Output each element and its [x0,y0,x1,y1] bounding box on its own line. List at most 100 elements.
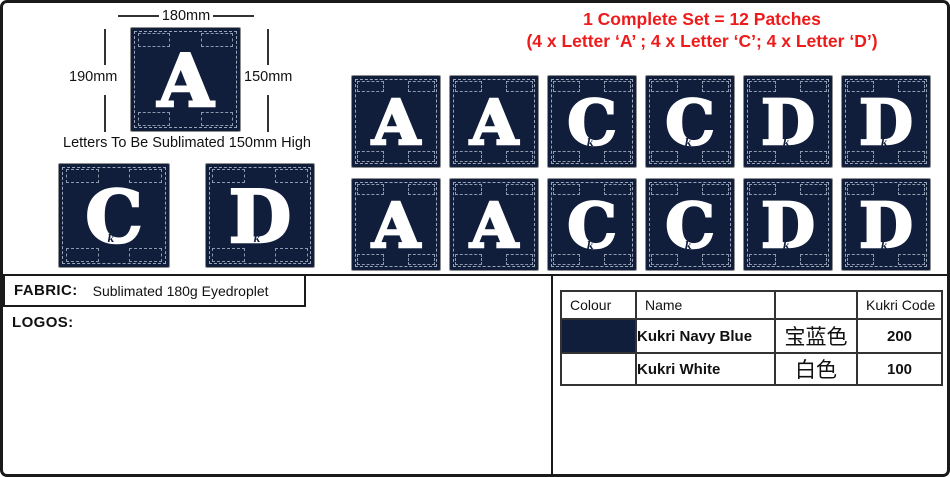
stitch-tab [506,80,533,93]
width-dimension-label: 180mm [161,8,211,24]
sample-patch-a: A k [130,27,241,132]
colour-swatch [560,318,637,354]
kukri-logo: k [782,240,790,252]
kukri-logo: k [782,137,790,149]
set-note: 1 Complete Set = 12 Patches (4 x Letter … [458,8,946,52]
stitch-tab [455,150,482,163]
fabric-value: Sublimated 180g Eyedroplet [92,282,269,299]
patch-letter: D [228,173,293,259]
stitch-tab [200,112,234,126]
stitch-tab [604,253,631,266]
stitch-tab [553,253,580,266]
stitch-tab [357,253,384,266]
stitch-tab [212,248,245,262]
stitch-tab [129,169,163,183]
stitch-tab [275,169,308,183]
dimension-line [213,15,255,17]
stitch-tab [357,150,384,163]
stitch-tab [506,253,533,266]
table-header-row: Colour Name Kukri Code [560,290,943,320]
patch-letter: C [84,173,144,259]
stitch-tab [702,150,729,163]
stitch-tab [408,150,435,163]
stitch-tab [749,253,776,266]
stitch-tab [357,183,384,196]
kukri-logo: k [880,137,888,149]
dimension-line [267,95,269,132]
stitch-tab [137,112,171,126]
stitch-tab [651,183,678,196]
stitch-tab [702,253,729,266]
stitch-tab [800,253,827,266]
colour-table: Colour Name Kukri Code Kukri Navy Blue 宝… [560,290,943,386]
patch-letter: A [469,188,520,262]
stitch-tab [800,183,827,196]
patch-letter: D [858,85,914,159]
patch-letter: A [371,188,422,262]
stitch-tab [604,80,631,93]
sample-patch-d: D k [205,163,315,268]
stitch-tab [847,80,874,93]
stitch-tab [898,183,925,196]
stitch-tab [129,248,163,262]
fabric-label: FABRIC: [14,282,78,299]
stitch-tab [651,80,678,93]
logos-label: LOGOS: [12,314,74,331]
set-note-line1: 1 Complete Set = 12 Patches [583,9,821,29]
stitch-tab [749,80,776,93]
stitch-tab [408,183,435,196]
dimension-line [104,95,106,132]
kukri-logo: k [586,137,594,149]
stitch-tab [847,183,874,196]
patch-letter: D [858,188,914,262]
patch-letter: C [566,85,618,159]
stitch-tab [898,253,925,266]
patch-letter: A [371,85,422,159]
stitch-tab [553,80,580,93]
stitch-tab [212,169,245,183]
set-note-line2: (4 x Letter ‘A’ ; 4 x Letter ‘C’; 4 x Le… [526,31,878,51]
patch-letter: D [760,188,816,262]
patch-letter: C [566,188,618,262]
stitch-tab [455,253,482,266]
kukri-code: 200 [856,318,943,354]
stitch-tab [506,150,533,163]
stitch-tab [65,248,99,262]
kukri-logo: k [390,240,398,252]
stitch-tab [408,80,435,93]
patch-letter: C [664,188,716,262]
patch-letter: C [664,85,716,159]
horizontal-divider [3,274,947,276]
stitch-tab [702,80,729,93]
stitch-tab [604,183,631,196]
kukri-logo: k [586,240,594,252]
vertical-divider [551,274,553,474]
stitch-tab [65,169,99,183]
stitch-tab [506,183,533,196]
table-row: Kukri Navy Blue 宝蓝色 200 [560,318,943,354]
colour-name: Kukri Navy Blue [635,318,776,354]
stitch-tab [800,150,827,163]
width-dimension: 180mm [118,8,255,24]
stitch-tab [898,80,925,93]
dimension-line [267,29,269,65]
kukri-logo: k [390,137,398,149]
patch-height-dimension-label: 190mm [69,69,118,85]
kukri-logo: k [178,98,186,110]
stitch-tab [702,183,729,196]
stitch-tab [408,253,435,266]
chinese-header [774,290,858,320]
letter-height-dimension-label: 150mm [244,69,293,85]
kukri-code-header: Kukri Code [856,290,943,320]
kukri-logo: k [684,137,692,149]
